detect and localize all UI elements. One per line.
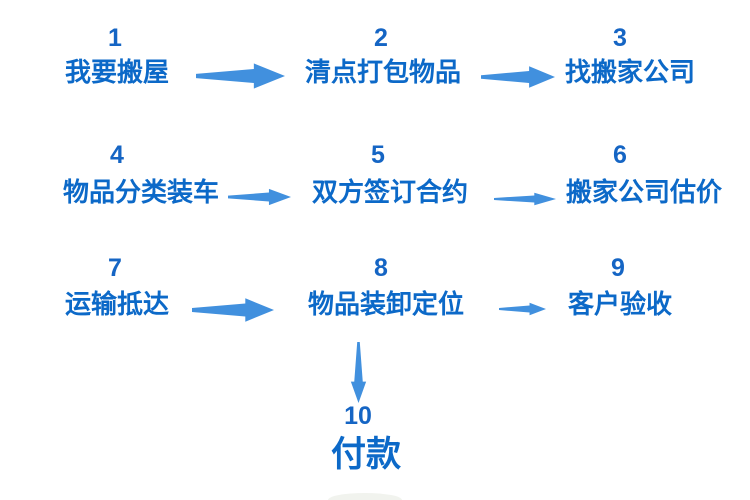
step-10-number: 10 [344, 402, 372, 430]
step-4-number: 4 [110, 141, 124, 169]
step-4-label: 物品分类装车 [63, 177, 220, 207]
arrow-right-icon [494, 192, 556, 206]
step-9-label: 客户验收 [568, 289, 673, 319]
arrow-right-icon [196, 63, 285, 89]
step-1-label: 我要搬屋 [65, 57, 170, 87]
step-8-label: 物品装卸定位 [308, 289, 465, 319]
step-7-label: 运输抵达 [65, 289, 170, 319]
step-6-number: 6 [613, 141, 627, 169]
step-2-number: 2 [374, 24, 388, 52]
step-1-number: 1 [108, 24, 122, 52]
step-8-number: 8 [374, 254, 388, 282]
arrow-right-icon [192, 298, 274, 322]
arrow-down-icon [350, 342, 367, 403]
step-5-label: 双方签订合约 [312, 177, 469, 207]
step-9-number: 9 [611, 254, 625, 282]
step-5-number: 5 [371, 141, 385, 169]
step-7-number: 7 [108, 254, 122, 282]
arrow-right-icon [228, 188, 291, 206]
step-10-label: 付款 [330, 435, 402, 474]
step-2-label: 清点打包物品 [305, 57, 462, 87]
step-3-label: 找搬家公司 [565, 57, 696, 87]
step-6-label: 搬家公司估价 [566, 177, 723, 207]
bottom-cutoff-shape [328, 493, 402, 500]
arrow-right-icon [499, 302, 546, 316]
step-3-number: 3 [613, 24, 627, 52]
arrow-right-icon [481, 66, 555, 88]
